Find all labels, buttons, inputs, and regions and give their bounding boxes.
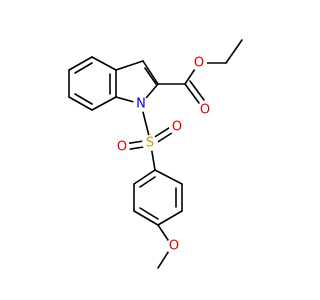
- atom-o-methoxy: O: [166, 238, 182, 254]
- bond: [68, 56, 93, 71]
- bond: [91, 96, 117, 111]
- bond: [115, 60, 144, 71]
- atom-label: O: [172, 120, 182, 135]
- atom-label: N: [136, 97, 146, 112]
- atom-labels: O O N S O O O: [114, 55, 213, 254]
- bond: [91, 56, 117, 71]
- bond: [142, 60, 159, 85]
- atom-label: O: [169, 239, 179, 254]
- bond: [184, 83, 200, 104]
- bond: [225, 39, 243, 64]
- atom-label: O: [200, 103, 210, 118]
- molecule-diagram: O O N S O O O: [68, 39, 243, 269]
- atom-o-ester: O: [191, 55, 207, 71]
- atom-o-sulfonyl-left: O: [114, 139, 130, 155]
- atom-n-indole: N: [133, 96, 149, 112]
- atom-label: O: [194, 56, 204, 71]
- atom-o-sulfonyl-right: O: [169, 119, 185, 135]
- atom-label: O: [117, 140, 127, 155]
- bond: [133, 210, 159, 226]
- bond: [139, 176, 156, 188]
- bonds: [68, 39, 243, 269]
- bond: [154, 169, 183, 185]
- bond: [74, 93, 93, 105]
- bond: [139, 207, 159, 220]
- atom-label: S: [146, 136, 154, 151]
- bond: [74, 62, 93, 74]
- atom-s-sulfonyl: S: [142, 135, 158, 151]
- bond: [144, 67, 157, 85]
- bond: [68, 96, 93, 111]
- bond: [133, 169, 156, 185]
- bond: [157, 210, 183, 226]
- bond: [189, 80, 205, 101]
- atom-o-carbonyl: O: [197, 102, 213, 118]
- structure-drawing: O O N S O O O: [68, 39, 243, 269]
